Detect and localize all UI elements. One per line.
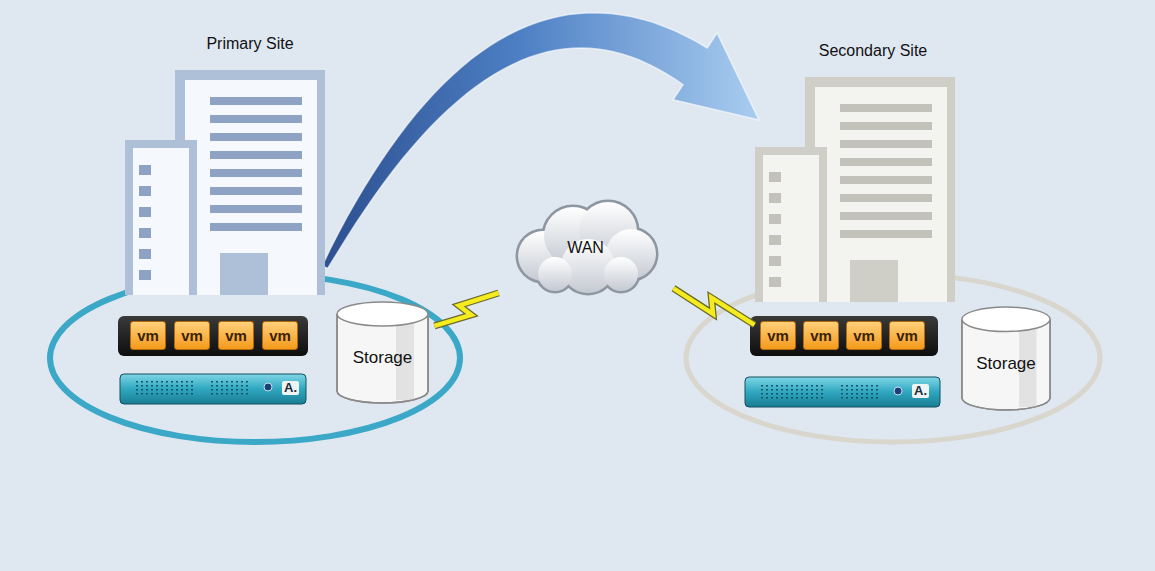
vm-box: vm [174, 321, 210, 350]
appliance-logo: A. [282, 381, 299, 395]
node-label: vm [137, 327, 159, 344]
vm-box: vm [760, 321, 796, 350]
appliance [745, 377, 940, 407]
appliance [120, 374, 306, 404]
node-label: vm [269, 327, 291, 344]
site-building: Secondary Site [755, 42, 955, 302]
wan-cloud: WAN [503, 196, 668, 301]
node-label: Storage [976, 354, 1036, 374]
node-label: Storage [353, 348, 413, 368]
site-building-outline [125, 35, 325, 295]
vm-box: vm [262, 321, 298, 350]
appliance-logo: A. [912, 384, 929, 398]
vm-box: vm [218, 321, 254, 350]
node-label: vm [225, 327, 247, 344]
node-label: vm [767, 327, 789, 344]
vm-box: vm [803, 321, 839, 350]
node-label: vm [181, 327, 203, 344]
site-building: Primary Site [125, 35, 325, 295]
storage-cylinder: Storage [960, 305, 1052, 412]
node-label: vm [810, 327, 832, 344]
wan-link-bolt [674, 288, 755, 325]
node-label: vm [853, 327, 875, 344]
storage-cylinder: Storage [335, 300, 430, 405]
node-label: vm [896, 327, 918, 344]
node-label: WAN [567, 239, 604, 257]
vm-box: vm [130, 321, 166, 350]
vm-box: vm [889, 321, 925, 350]
server-rack [750, 316, 938, 356]
vm-box: vm [846, 321, 882, 350]
wan-link-bolt [434, 293, 498, 326]
site-ring [50, 274, 460, 442]
site-heading: Secondary Site [819, 42, 928, 60]
server-rack [118, 316, 308, 356]
site-heading: Primary Site [206, 35, 293, 53]
site-building-outline [755, 42, 955, 302]
